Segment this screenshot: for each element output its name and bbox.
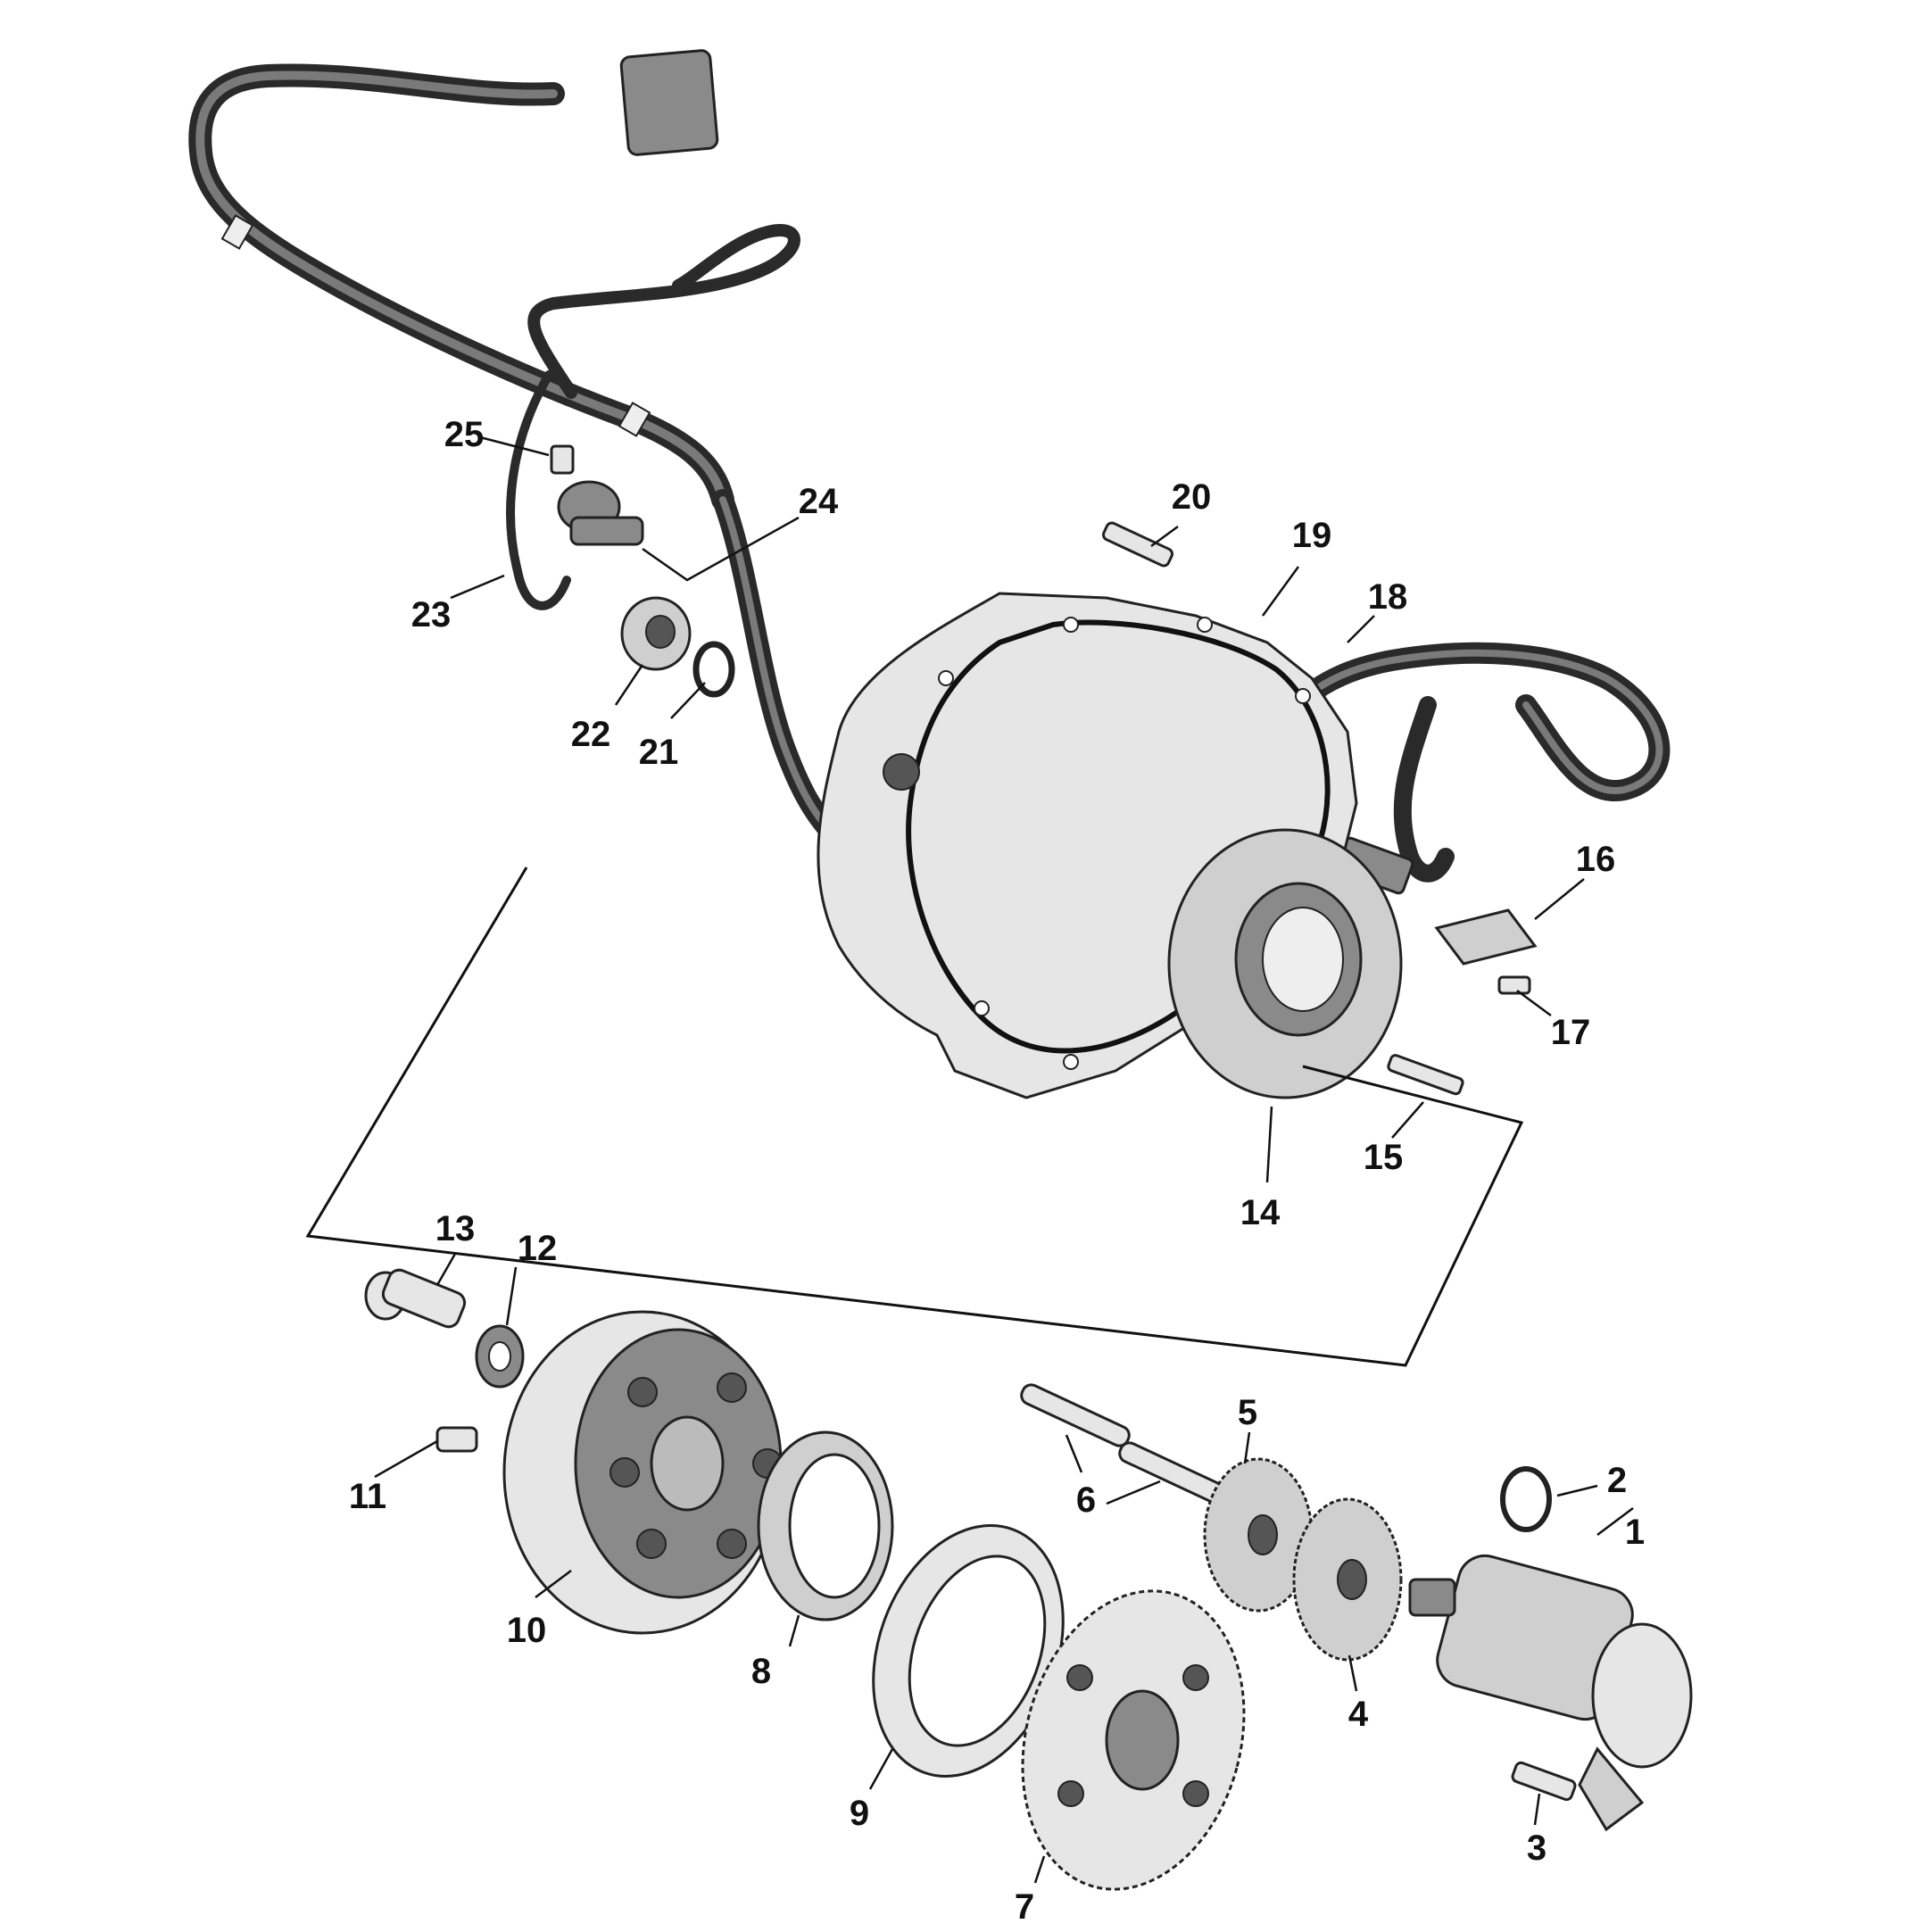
bolt-3 [1511,1761,1577,1802]
assembly-bracket-outline [305,866,1524,1367]
callout-13: 13 [435,1209,476,1248]
callout-15: 15 [1364,1138,1404,1177]
callout-9: 9 [850,1794,869,1833]
gear-5 [1203,1457,1314,1613]
callout-21: 21 [639,733,679,772]
callout-6: 6 [1076,1480,1096,1520]
oring-21 [692,641,735,698]
callout-8: 8 [751,1652,771,1691]
starter-1 [1408,1554,1693,1832]
callout-16: 16 [1576,840,1616,879]
oring-2 [1500,1466,1552,1532]
washer-12 [475,1324,525,1389]
callout-10: 10 [507,1611,547,1650]
callout-24: 24 [799,482,839,521]
callout-25: 25 [444,415,485,454]
callout-5: 5 [1238,1393,1257,1432]
plate-9 [872,1524,1065,1778]
callout-3: 3 [1527,1828,1546,1868]
callout-20: 20 [1172,477,1212,517]
gear-4 [1292,1497,1403,1662]
callout-7: 7 [1015,1887,1034,1927]
bolt-20 [1101,521,1174,568]
callout-14: 14 [1240,1193,1281,1232]
plate-16 [1434,908,1538,966]
bushing-22 [620,596,692,671]
callout-18: 18 [1368,577,1408,617]
harness-band [220,214,254,250]
bolt-13 [364,1268,467,1329]
screw-17 [1497,975,1531,995]
bolt-15 [1387,1054,1464,1096]
harness-band-2 [618,402,651,437]
stator [1167,828,1403,1099]
flywheel-10 [502,1310,783,1635]
bolt-11 [435,1426,478,1453]
screw-25 [550,444,575,475]
ring-8 [757,1430,894,1621]
callout-2: 2 [1607,1461,1627,1500]
callout-labels: 1 2 3 4 5 6 7 8 9 10 11 12 13 14 15 16 1… [349,415,1645,1927]
leader-lines [374,435,1634,1884]
callout-17: 17 [1551,1013,1591,1052]
gear-7 [1021,1589,1246,1891]
connector-plug [619,49,719,156]
sensor-24 [557,480,644,546]
callout-12: 12 [518,1229,558,1268]
callout-23: 23 [411,595,452,634]
callout-4: 4 [1348,1695,1369,1734]
callout-11: 11 [349,1477,386,1516]
callout-22: 22 [571,715,611,754]
callout-1: 1 [1625,1513,1645,1552]
pin-6a [1020,1383,1131,1447]
callout-19: 19 [1292,516,1332,555]
